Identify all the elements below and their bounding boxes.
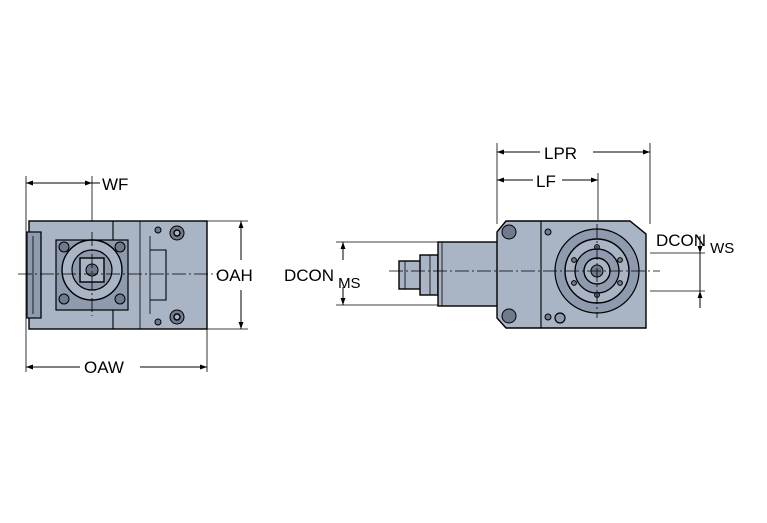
- label-dcon-ms-main: DCON: [284, 266, 334, 285]
- side-view: LPR LF DCON MS DCON WS: [284, 143, 734, 329]
- label-oaw: OAW: [84, 358, 124, 377]
- bolt-hole: [58, 241, 70, 253]
- bolt-hole: [114, 241, 126, 253]
- label-lf: LF: [536, 172, 556, 191]
- label-dcon-ms-sub: MS: [338, 275, 361, 292]
- label-oah: OAH: [216, 266, 253, 285]
- front-view: WF OAH OAW: [18, 175, 253, 377]
- shank-body: [437, 241, 501, 307]
- label-dcon-ws-sub: WS: [710, 240, 734, 257]
- bolt-hole: [114, 293, 126, 305]
- shank-collar: [419, 254, 439, 296]
- label-wf: WF: [102, 175, 128, 194]
- bolt-hole: [58, 293, 70, 305]
- left-clamp-plate: [26, 231, 42, 319]
- label-dcon-ws-main: DCON: [656, 231, 706, 250]
- label-dcon-ws: DCON WS: [656, 231, 734, 257]
- label-dcon-ms: DCON MS: [284, 266, 361, 292]
- label-lpr: LPR: [544, 144, 577, 163]
